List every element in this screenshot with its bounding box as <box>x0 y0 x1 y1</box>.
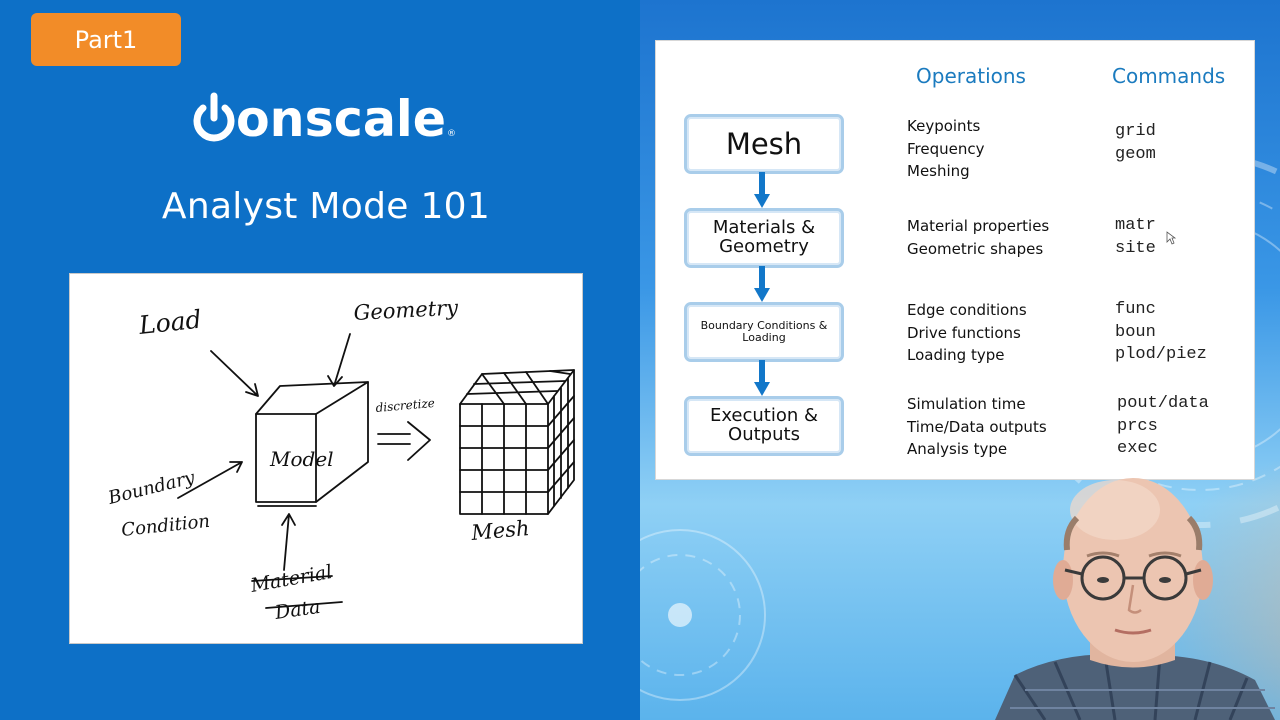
command-item: geom <box>1115 144 1156 164</box>
step-mesh: Mesh <box>684 114 844 174</box>
command-item: exec <box>1117 439 1158 458</box>
operation-item: Time/Data outputs <box>907 417 1047 436</box>
mesh-grid <box>459 369 575 515</box>
step-boundary-label: Boundary Conditions & Loading <box>700 319 828 344</box>
step-materials-geometry: Materials & Geometry <box>684 208 844 268</box>
down-arrow-icon <box>754 360 770 396</box>
mouse-cursor-icon <box>1166 231 1176 245</box>
commands-list-execution: pout/data prcs exec <box>1117 393 1209 461</box>
discretize-arrow <box>377 421 431 461</box>
commands-list-boundary: func boun plod/piez <box>1115 299 1207 367</box>
operation-item: Meshing <box>907 162 970 180</box>
operations-list-materials: Material properties Geometric shapes <box>907 215 1049 260</box>
boundary-arrow <box>177 461 243 499</box>
load-arrow <box>210 350 259 397</box>
operation-item: Geometric shapes <box>907 239 1044 258</box>
operation-item: Simulation time <box>907 395 1026 413</box>
page-subtitle: Analyst Mode 101 <box>161 186 491 227</box>
commands-list-materials: matr site <box>1115 215 1156 260</box>
presenter-webcam <box>995 478 1275 720</box>
label-material-2: Data <box>273 596 322 624</box>
command-item: pout/data <box>1117 394 1209 413</box>
command-item: func <box>1115 300 1156 319</box>
step-boundary-loading: Boundary Conditions & Loading <box>684 302 844 362</box>
label-model: Model <box>269 447 334 471</box>
step-mesh-label: Mesh <box>725 126 803 161</box>
geometry-arrow <box>327 333 351 387</box>
onscale-logo: onscale ® <box>193 90 456 148</box>
operations-list-boundary: Edge conditions Drive functions Loading … <box>907 299 1027 367</box>
label-boundary-2: Condition <box>120 511 211 541</box>
sketch-drawing: Load Geometry Model discretize Boundary … <box>105 295 575 624</box>
whiteboard-sketch: Load Geometry Model discretize Boundary … <box>69 273 583 644</box>
label-material-1: Material <box>248 561 334 597</box>
down-arrow-icon <box>754 172 770 208</box>
command-item: boun <box>1115 322 1156 342</box>
presenter-avatar <box>995 478 1275 720</box>
down-arrow-icon <box>754 266 770 302</box>
logo-text: onscale <box>236 90 446 148</box>
operation-item: Frequency <box>907 139 985 158</box>
command-item: prcs <box>1117 416 1158 436</box>
operation-item: Analysis type <box>907 440 1008 458</box>
operation-item: Drive functions <box>907 323 1021 342</box>
command-item: plod/piez <box>1115 345 1207 364</box>
command-item: matr <box>1115 216 1156 235</box>
power-icon <box>193 92 235 142</box>
operation-item: Keypoints <box>907 117 981 135</box>
commands-header: Commands <box>1112 64 1226 88</box>
operations-list-execution: Simulation time Time/Data outputs Analys… <box>907 393 1047 461</box>
step-execution-label: Execution & Outputs <box>709 405 819 445</box>
commands-list-mesh: grid geom <box>1115 121 1156 166</box>
label-discretize: discretize <box>375 396 435 415</box>
operation-item: Material properties <box>907 217 1050 235</box>
operation-item: Loading type <box>907 346 1005 364</box>
command-item: grid <box>1115 122 1156 141</box>
label-load: Load <box>137 305 203 340</box>
operation-item: Edge conditions <box>907 301 1027 319</box>
command-item: site <box>1115 238 1156 258</box>
step-materials-label: Materials & Geometry <box>712 217 816 257</box>
label-boundary-1: Boundary <box>105 467 198 509</box>
svg-text:®: ® <box>447 129 456 139</box>
operations-list-mesh: Keypoints Frequency Meshing <box>907 115 985 183</box>
operations-header: Operations <box>916 64 1026 88</box>
material-arrow <box>281 513 296 571</box>
label-mesh: Mesh <box>469 516 530 545</box>
step-execution-outputs: Execution & Outputs <box>684 396 844 456</box>
label-geometry: Geometry <box>353 295 460 324</box>
part-badge: Part1 <box>31 13 181 66</box>
